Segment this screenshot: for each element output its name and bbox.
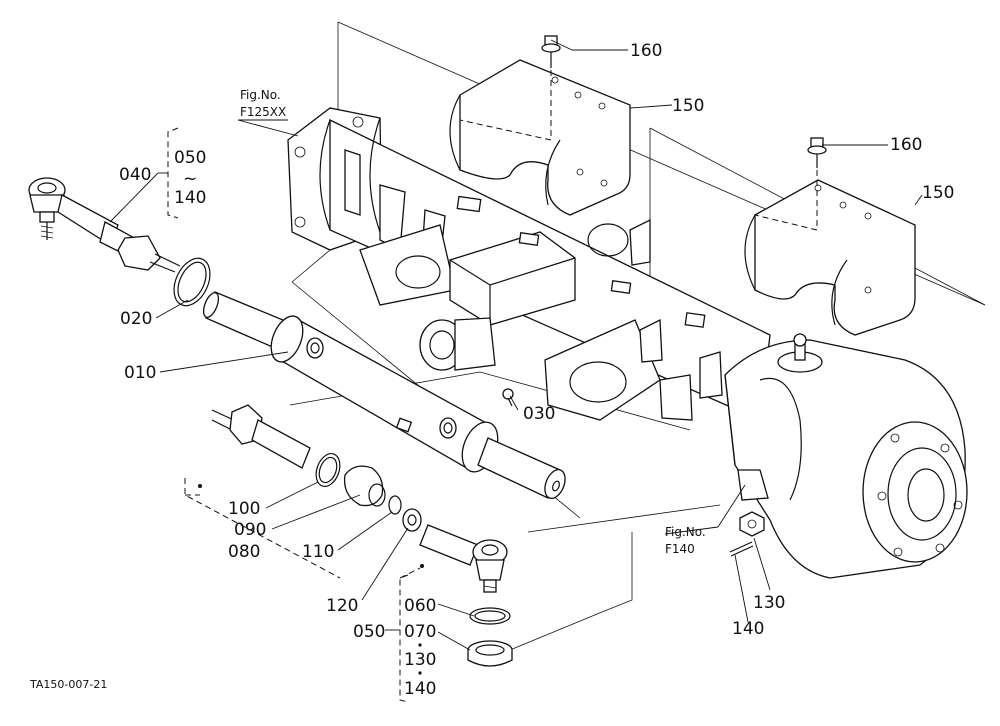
callout-050: 050: [353, 622, 385, 642]
callout-labels: 040 050 ~ 140 020 010 030 160 150 160 15…: [119, 41, 954, 699]
bolt-160-lower: [807, 137, 827, 168]
bolt-160-upper: [541, 35, 561, 68]
callout-160-upper: 160: [630, 41, 662, 61]
figure-reference-f140: Fig.No. F140: [665, 525, 706, 556]
drawing-id: TA150-007-21: [29, 678, 107, 691]
fig-ref-number: F140: [665, 542, 695, 556]
group-bracket-050: [399, 564, 424, 703]
callout-120: 120: [326, 596, 358, 616]
callout-140: 140: [732, 619, 764, 639]
tie-rod-end-left: [28, 177, 181, 273]
nut-120: [402, 508, 422, 532]
group-bracket-080: [184, 478, 341, 579]
bracket-150-lower: [744, 160, 916, 336]
callout-070: 070: [404, 622, 436, 642]
callout-140-range-end: 140: [174, 188, 206, 208]
callout-110: 110: [302, 542, 334, 562]
callout-140-range: 140: [404, 679, 436, 699]
callout-130-range: 130: [404, 650, 436, 670]
fig-ref-label: Fig.No.: [240, 88, 281, 102]
callout-150-lower: 150: [922, 183, 954, 203]
seal-070: [467, 640, 513, 667]
bracket-150-upper: [449, 59, 631, 216]
snap-ring-020: [173, 257, 211, 307]
callout-020: 020: [120, 309, 152, 329]
callout-130: 130: [753, 593, 785, 613]
callout-090: 090: [234, 520, 266, 540]
group-bracket-040: [167, 127, 179, 219]
callout-040: 040: [119, 165, 151, 185]
range-dot: [418, 671, 422, 675]
fig-ref-label: Fig.No.: [665, 525, 706, 539]
range-dot: [418, 643, 422, 647]
callout-080: 080: [228, 542, 260, 562]
tie-rod-end-right: [419, 524, 508, 593]
callout-150-upper: 150: [672, 96, 704, 116]
steering-cylinder: [202, 291, 566, 499]
callout-010: 010: [124, 363, 156, 383]
fig-ref-number: F125XX: [240, 105, 286, 119]
figure-reference-f125xx: Fig.No. F125XX: [238, 88, 288, 121]
ring-060: [469, 607, 511, 625]
boot-090: [343, 465, 386, 507]
o-ring-100: [315, 452, 341, 488]
callout-050-range-start: 050: [174, 148, 206, 168]
axle-housing: [287, 107, 771, 421]
final-drive-case: [724, 333, 968, 579]
callout-030: 030: [523, 404, 555, 424]
clip-110: [388, 495, 402, 515]
callout-100: 100: [228, 499, 260, 519]
tie-rod-inner: [211, 404, 311, 469]
callout-160-lower: 160: [890, 135, 922, 155]
callout-060: 060: [404, 596, 436, 616]
callout-range-tilde: ~: [183, 169, 197, 189]
leader-lines: [109, 39, 923, 651]
